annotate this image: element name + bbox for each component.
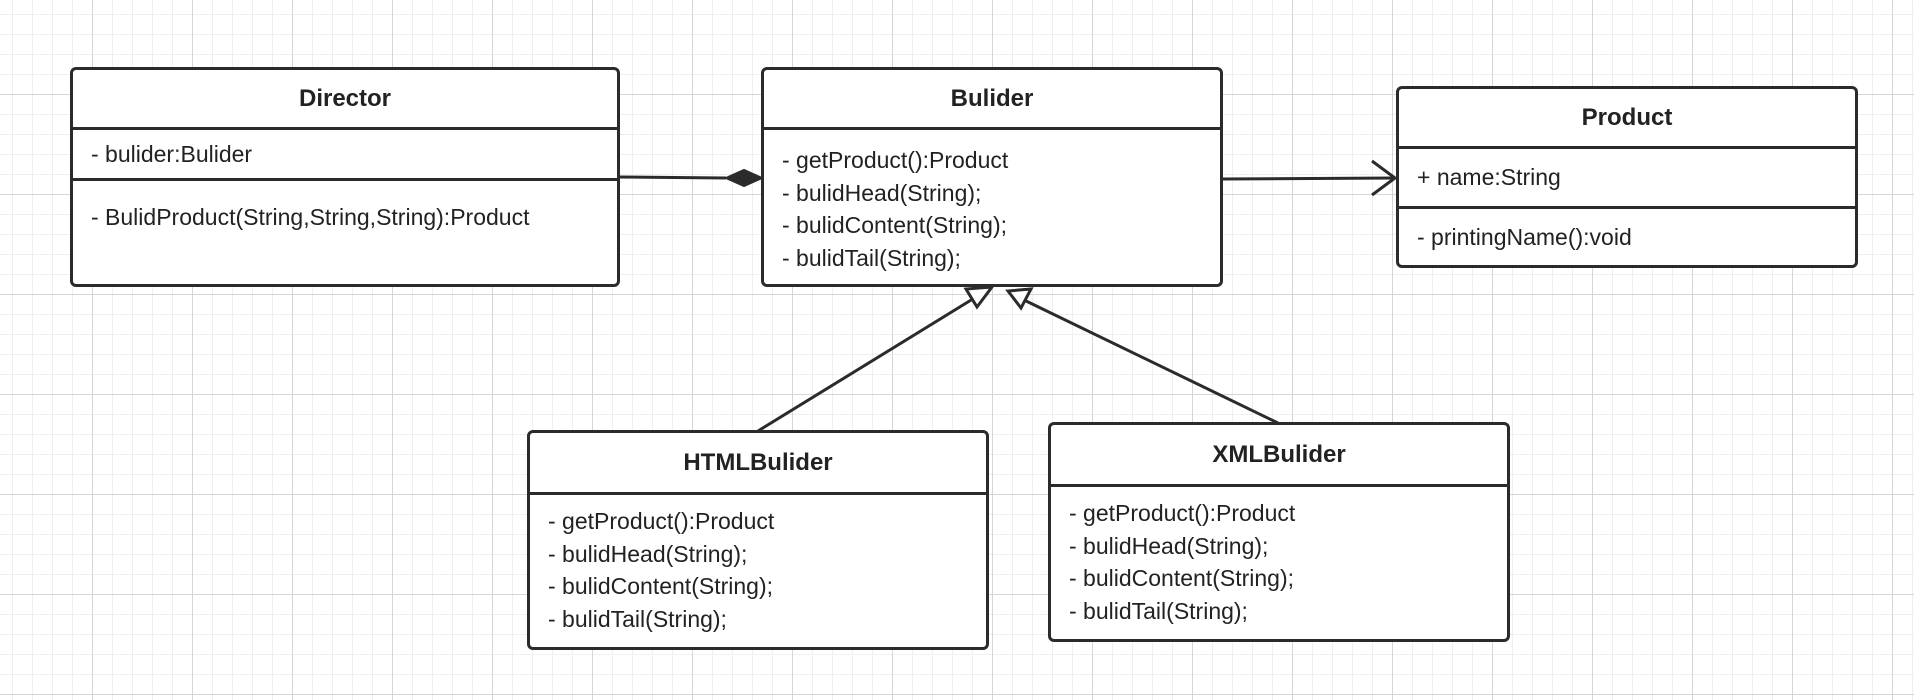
- association-arrowhead: [1371, 159, 1398, 197]
- class-bulider[interactable]: Bulider - getProduct():Product - bulidHe…: [761, 67, 1223, 287]
- generalization-triangle-xml: [1005, 287, 1034, 311]
- method-line: - bulidTail(String);: [1069, 597, 1248, 624]
- method-line: - getProduct():Product: [782, 147, 1009, 173]
- attribute-line: - bulider:Bulider: [91, 141, 253, 167]
- attribute-line: + name:String: [1417, 164, 1561, 190]
- class-name: HTMLBulider: [530, 433, 986, 495]
- methods-compartment: - BulidProduct(String,String,String):Pro…: [73, 181, 617, 234]
- attributes-compartment: + name:String: [1399, 149, 1855, 209]
- association-edge-bulider-product[interactable]: [1221, 176, 1396, 181]
- composition-diamond: [723, 168, 765, 188]
- composition-edge-director-bulider[interactable]: [617, 175, 727, 180]
- generalization-edge-htmlbulider-bulider[interactable]: [757, 295, 977, 433]
- class-product[interactable]: Product + name:String - printingName():v…: [1396, 86, 1858, 268]
- method-line: - bulidTail(String);: [782, 244, 961, 271]
- attributes-compartment: - bulider:Bulider: [73, 130, 617, 181]
- class-director[interactable]: Director - bulider:Bulider - BulidProduc…: [70, 67, 620, 287]
- class-name: Product: [1399, 89, 1855, 149]
- methods-compartment: - printingName():void: [1399, 209, 1855, 265]
- method-line: - bulidContent(String);: [782, 212, 1007, 238]
- method-line: - bulidHead(String);: [1069, 532, 1269, 559]
- class-name: Director: [73, 70, 617, 130]
- method-line: - bulidContent(String);: [548, 573, 773, 599]
- generalization-edge-xmlbulider-bulider[interactable]: [1023, 298, 1279, 425]
- generalization-triangle-html: [963, 285, 996, 310]
- class-name: XMLBulider: [1051, 425, 1507, 487]
- method-line: - bulidHead(String);: [548, 540, 748, 567]
- method-line: - printingName():void: [1417, 224, 1632, 250]
- method-line: - bulidTail(String);: [548, 605, 727, 632]
- methods-compartment: - getProduct():Product - bulidHead(Strin…: [1051, 487, 1507, 627]
- method-line: - getProduct():Product: [1069, 500, 1296, 526]
- class-name: Bulider: [764, 70, 1220, 130]
- method-line: - bulidContent(String);: [1069, 565, 1294, 591]
- methods-compartment: - getProduct():Product - bulidHead(Strin…: [764, 130, 1220, 274]
- methods-compartment: - getProduct():Product - bulidHead(Strin…: [530, 495, 986, 635]
- method-line: - getProduct():Product: [548, 508, 775, 534]
- method-line: - BulidProduct(String,String,String):Pro…: [91, 204, 530, 230]
- class-xmlbulider[interactable]: XMLBulider - getProduct():Product - buli…: [1048, 422, 1510, 642]
- class-htmlbulider[interactable]: HTMLBulider - getProduct():Product - bul…: [527, 430, 989, 650]
- method-line: - bulidHead(String);: [782, 179, 982, 206]
